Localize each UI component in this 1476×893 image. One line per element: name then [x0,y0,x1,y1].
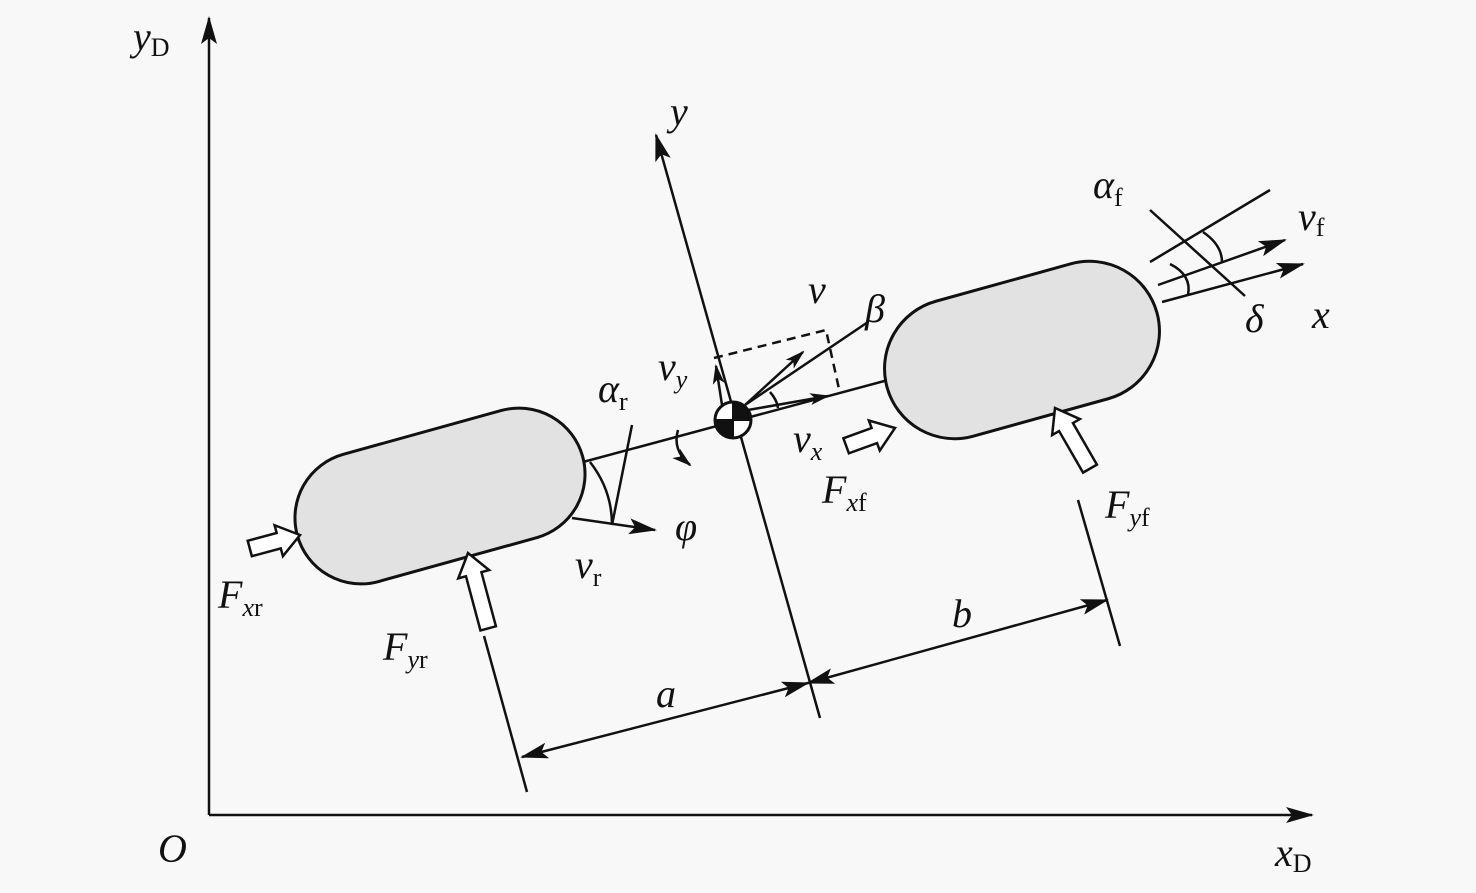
velocity-parallelogram [713,328,841,390]
alpha-r-label: αr [598,366,628,416]
alpha-f-label: αf [1093,162,1123,212]
beta-arc [769,391,780,409]
delta-arc [1169,262,1190,296]
dimension-a [520,681,810,759]
beta-label: β [864,286,885,331]
front-wheel [883,259,1161,441]
front-angle-leader [1149,209,1246,297]
fxf-label: Fxf [821,467,867,517]
body-x-label: x [1311,292,1330,337]
alpha-r-arc [589,461,614,526]
vx-arrow [747,393,830,412]
fxf-force-arrow [841,418,897,455]
global-x-label: xD [1274,830,1312,878]
fyf-force-arrow [1050,406,1099,475]
fxr-label: Fxr [217,572,263,622]
body-y-label: y [666,89,688,134]
front-wheel-heading-line [1149,188,1271,264]
front-axle-extension [1076,499,1122,647]
front-velocity-arrow [1157,238,1287,287]
rear-axle-extension [482,635,529,793]
v-label: v [808,267,826,312]
vr-label: vr [575,542,602,592]
vy-arrow [712,364,725,406]
fyr-label: Fyr [382,624,428,674]
fyf-label: Fyf [1104,482,1150,532]
vy-label: vy [658,344,688,394]
rear-wheel [293,406,587,586]
vx-label: vx [793,416,823,466]
phi-label: φ [675,504,697,549]
beta-leader [744,320,869,407]
origin-label: O [158,826,187,871]
dimension-b-label: b [952,591,972,636]
fyr-force-arrow [456,550,498,632]
alpha-f-arc [1202,230,1224,263]
yaw-rotation-arrow [672,429,692,467]
center-of-gravity-icon [713,400,753,440]
fxr-force-arrow [246,523,303,559]
dimension-b [806,598,1109,685]
vf-label: vf [1298,194,1325,242]
v-arrow [744,350,805,406]
rear-velocity-arrow [571,516,657,535]
delta-label: δ [1245,296,1265,341]
alpha-r-leader [610,424,634,526]
global-y-label: yD [129,14,170,62]
dimension-a-label: a [656,671,676,716]
